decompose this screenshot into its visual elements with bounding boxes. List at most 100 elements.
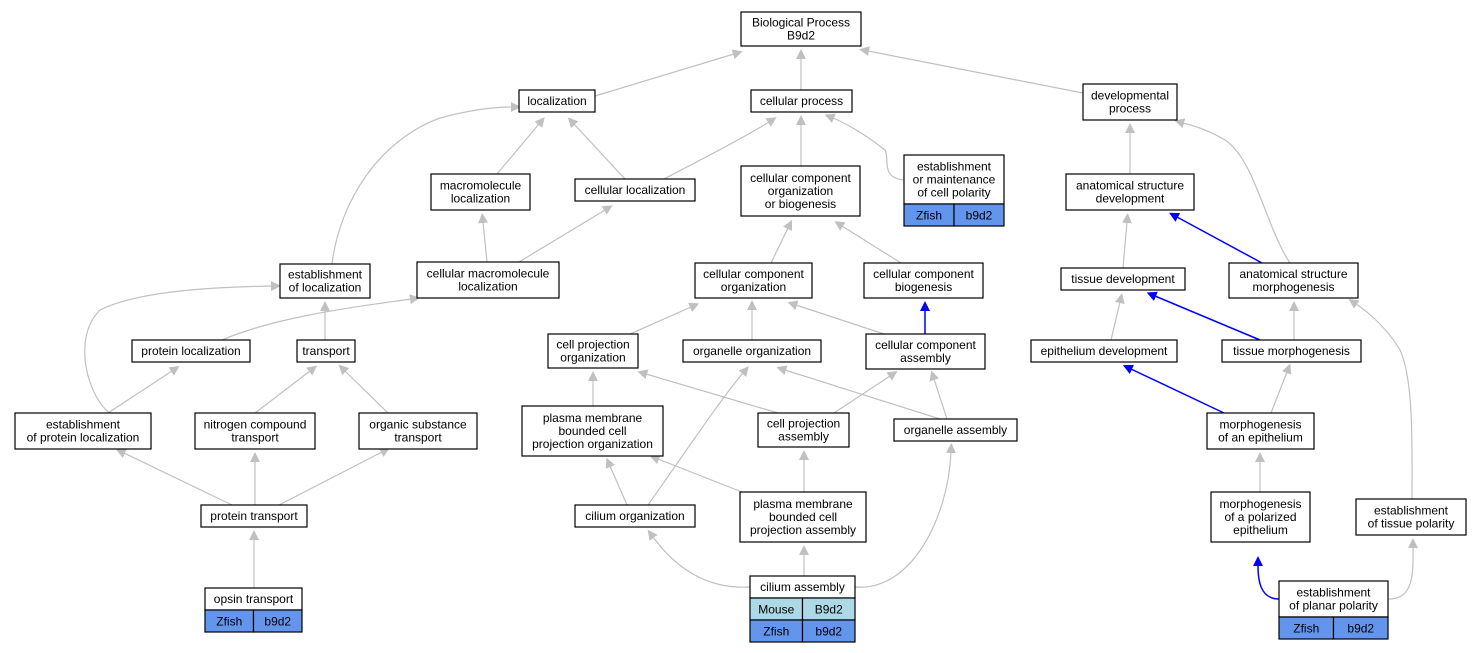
- edge-cilium-assembly-to-organelle-assembly: [854, 443, 956, 588]
- term-label: projection organization: [532, 437, 653, 451]
- term-label: assembly: [778, 430, 829, 444]
- term-label: establishment: [46, 418, 121, 432]
- term-box: [1060, 267, 1186, 291]
- term-label: transport: [302, 344, 350, 358]
- term-box: [1228, 262, 1359, 299]
- go-term-organelle-org[interactable]: organelle organization: [682, 339, 822, 363]
- term-label: morphogenesis: [1219, 418, 1301, 432]
- term-box: [131, 339, 251, 363]
- go-term-organelle-assembly[interactable]: organelle assembly: [893, 418, 1018, 442]
- term-label: bounded cell: [769, 510, 837, 524]
- go-term-protein-transport[interactable]: protein transport: [200, 504, 308, 528]
- term-box: [1082, 83, 1178, 121]
- go-term-cellular-process[interactable]: cellular process: [750, 89, 853, 113]
- go-term-localization[interactable]: localization: [518, 89, 596, 113]
- gene-cell: [252, 609, 303, 633]
- term-box: [865, 333, 986, 370]
- term-box: [574, 178, 696, 202]
- go-term-transport[interactable]: transport: [296, 339, 356, 363]
- term-label: B9d2: [787, 29, 815, 43]
- term-label: or maintenance: [913, 173, 996, 187]
- term-label: of tissue polarity: [1368, 517, 1455, 531]
- term-label: protein localization: [141, 344, 240, 358]
- edge-cc-assembly-to-cc-organization: [787, 300, 885, 335]
- term-box: [574, 504, 696, 528]
- term-label: transport: [231, 431, 279, 445]
- term-box: [863, 262, 984, 299]
- term-box: [547, 333, 639, 369]
- edge-cell-macro-loc-to-macromolecule-localization: [478, 213, 489, 263]
- edge-organic-transport-to-transport: [338, 364, 389, 414]
- term-box: [1210, 491, 1311, 543]
- go-term-epith-dev[interactable]: epithelium development: [1030, 339, 1178, 363]
- term-label: process: [1109, 102, 1151, 116]
- go-term-cellular-localization[interactable]: cellular localization: [574, 178, 696, 202]
- term-label: establishment: [917, 160, 992, 174]
- term-label: localization: [527, 94, 586, 108]
- term-label: organization: [721, 280, 786, 294]
- term-label: anatomical structure: [1239, 267, 1347, 281]
- edge-organelle-assembly-to-cc-assembly: [929, 370, 948, 420]
- term-label: cell projection: [556, 338, 629, 352]
- term-box: [358, 412, 478, 450]
- term-box: [279, 263, 371, 299]
- edge-cilium-org-to-organelle-org: [647, 366, 749, 506]
- term-label: biogenesis: [895, 280, 952, 294]
- term-label: cellular component: [750, 171, 851, 185]
- edge-cell-macro-loc-to-cellular-localization: [518, 205, 613, 263]
- edge-cell-proj-org-to-cc-organization: [629, 302, 700, 335]
- go-term-tissue-dev[interactable]: tissue development: [1060, 267, 1186, 291]
- term-label: cell projection: [767, 417, 840, 431]
- edge-organelle-assembly-to-organelle-org: [776, 365, 941, 420]
- go-term-cilium-org[interactable]: cilium organization: [574, 504, 696, 528]
- term-label: developmental: [1091, 89, 1169, 103]
- term-box: [739, 491, 867, 543]
- term-box: [1278, 580, 1389, 618]
- term-label: tissue development: [1071, 272, 1175, 286]
- term-label: of a polarized: [1224, 510, 1296, 524]
- term-box: [1030, 339, 1178, 363]
- edge-developmental-process-to-biological-process: [859, 46, 1084, 94]
- go-term-protein-loc[interactable]: protein localization: [131, 339, 251, 363]
- term-label: epithelium: [1233, 523, 1288, 537]
- term-label: morphogenesis: [1219, 497, 1301, 511]
- term-label: organization: [560, 351, 625, 365]
- gene-cell: [953, 203, 1005, 227]
- term-box: [740, 11, 862, 47]
- species-label: Mouse: [758, 603, 794, 617]
- gene-label: b9d2: [815, 625, 842, 639]
- term-label: cellular localization: [585, 183, 686, 197]
- go-term-tissue-morph[interactable]: tissue morphogenesis: [1221, 339, 1362, 363]
- term-label: or biogenesis: [765, 197, 836, 211]
- term-label: cilium organization: [585, 509, 684, 523]
- term-label: organization: [768, 184, 833, 198]
- species-label: Zfish: [763, 625, 789, 639]
